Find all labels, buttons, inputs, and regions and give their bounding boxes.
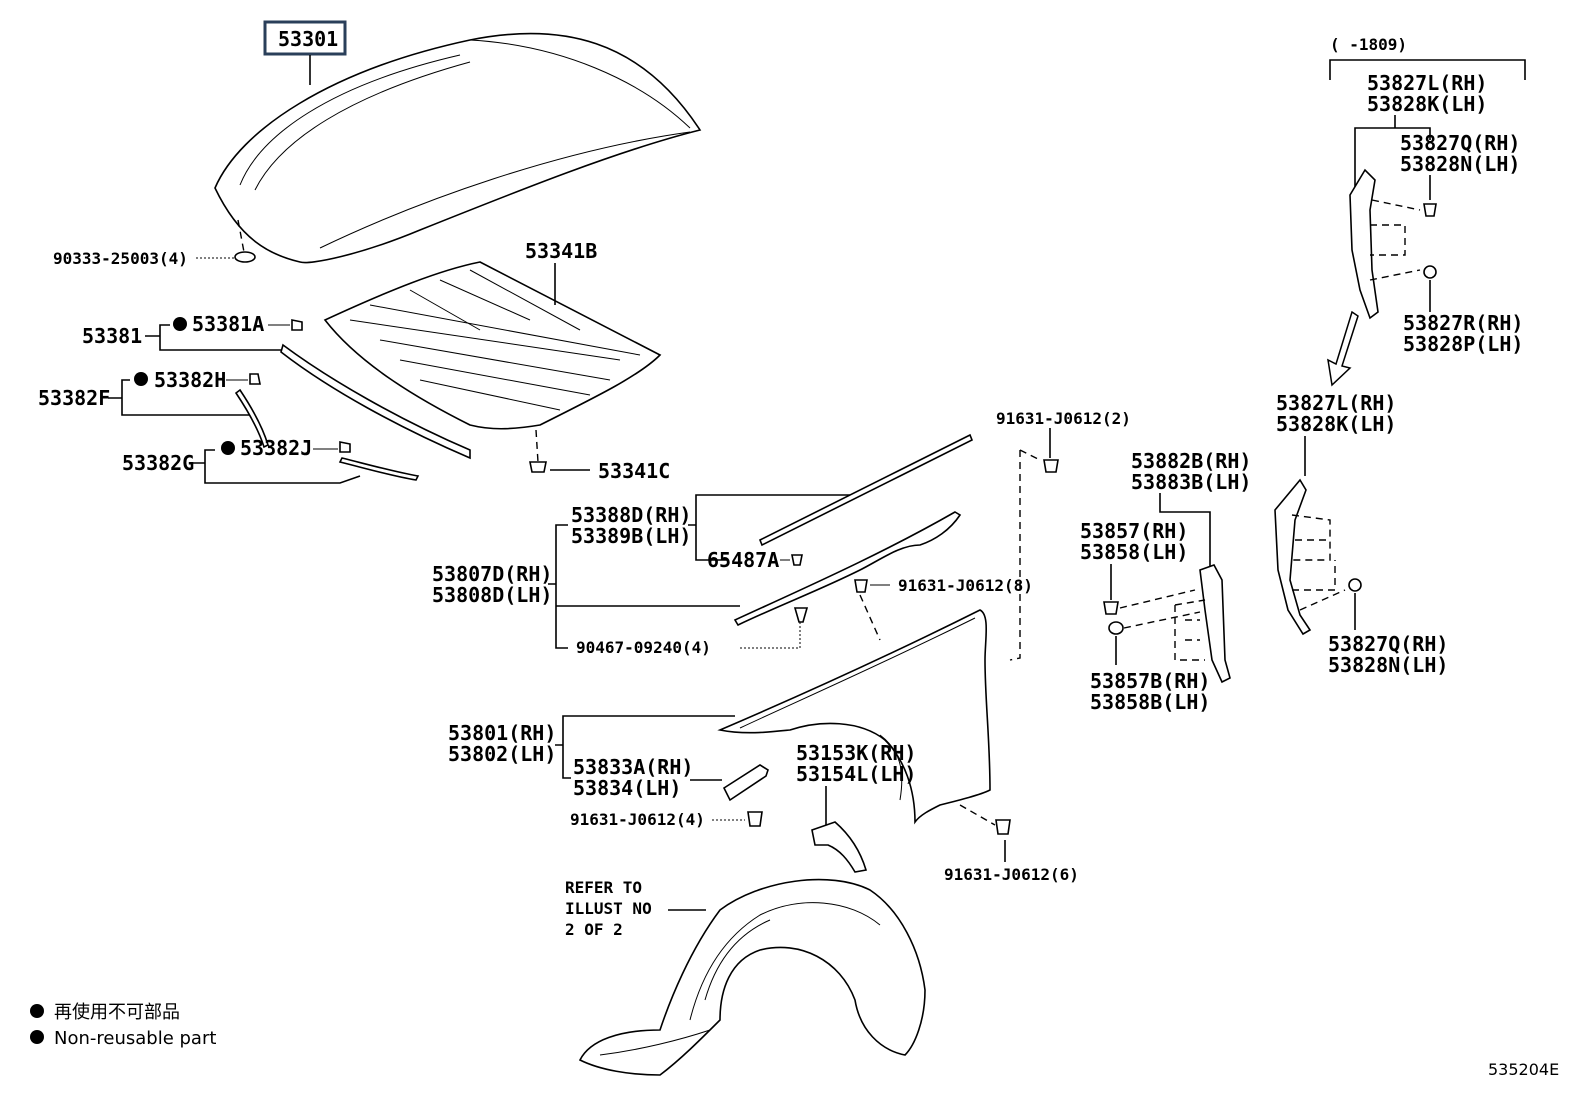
label-53389B[interactable]: 53389B(LH) [571, 524, 691, 548]
refer-note-line-3: 2 OF 2 [565, 920, 623, 939]
label-53858B[interactable]: 53858B(LH) [1090, 690, 1210, 714]
seal-53381 [280, 343, 471, 460]
label-53382G[interactable]: 53382G [122, 451, 194, 475]
protector-53807D [733, 511, 962, 627]
label-53382F[interactable]: 53382F [38, 386, 110, 410]
clip-53341C [529, 461, 547, 473]
hood-insulator-illustration[interactable] [323, 261, 662, 430]
label-53808D[interactable]: 53808D(LH) [432, 583, 552, 607]
label-53154L[interactable]: 53154L(LH) [796, 762, 916, 786]
hood-illustration[interactable] [214, 32, 702, 264]
label-53827R[interactable]: 53827R(RH) [1403, 311, 1523, 335]
label-90467-09240[interactable]: 90467-09240(4) [576, 638, 711, 657]
date-range-bracket [1329, 59, 1526, 80]
label-91631-J0612-6[interactable]: 91631-J0612(6) [944, 865, 1079, 884]
label-53883B[interactable]: 53883B(LH) [1131, 470, 1251, 494]
label-53858[interactable]: 53858(LH) [1080, 540, 1188, 564]
legend-text-japanese: 再使用不可部品 [54, 1002, 180, 1023]
label-53827Q-b[interactable]: 53827Q(RH) [1328, 632, 1448, 656]
legend-dot-2 [30, 1030, 44, 1044]
down-arrow-icon [1327, 310, 1359, 387]
label-53828N-b[interactable]: 53828N(LH) [1328, 653, 1448, 677]
label-53153K[interactable]: 53153K(RH) [796, 741, 916, 765]
label-91631-J0612-8[interactable]: 91631-J0612(8) [898, 576, 1033, 595]
label-53828K-a[interactable]: 53828K(LH) [1367, 92, 1487, 116]
clip-90333 [234, 251, 256, 263]
label-53828P[interactable]: 53828P(LH) [1403, 332, 1523, 356]
label-53381[interactable]: 53381 [82, 324, 142, 348]
label-53341B[interactable]: 53341B [525, 239, 597, 263]
seal-53882B [1199, 564, 1231, 684]
label-53827Q-a[interactable]: 53827Q(RH) [1400, 131, 1520, 155]
label-53382J[interactable]: 53382J [240, 436, 312, 460]
label-53388D[interactable]: 53388D(RH) [571, 503, 691, 527]
non-reusable-dot-53382J [221, 441, 235, 455]
label-53301[interactable]: 53301 [278, 27, 338, 51]
label-53882B[interactable]: 53882B(RH) [1131, 449, 1251, 473]
label-53827L-a[interactable]: 53827L(RH) [1367, 71, 1487, 95]
label-53857B[interactable]: 53857B(RH) [1090, 669, 1210, 693]
label-65487A[interactable]: 65487A [707, 548, 779, 572]
non-reusable-dot-53382H [134, 372, 148, 386]
label-53381A[interactable]: 53381A [192, 312, 264, 336]
legend-text-non-reusable: Non-reusable part [54, 1028, 216, 1049]
label-53807D[interactable]: 53807D(RH) [432, 562, 552, 586]
fender-illustration[interactable] [717, 609, 991, 825]
refer-note-line-1: REFER TO [565, 878, 642, 897]
highlight-box-53301[interactable] [263, 20, 347, 56]
label-91631-J0612-2[interactable]: 91631-J0612(2) [996, 409, 1131, 428]
label-53827L-b[interactable]: 53827L(RH) [1276, 391, 1396, 415]
label-53833A[interactable]: 53833A(RH) [573, 755, 693, 779]
label-53341C[interactable]: 53341C [598, 459, 670, 483]
piece-53153K [811, 821, 868, 873]
non-reusable-dot-53381A [173, 317, 187, 331]
seal-53827L-lower [1274, 478, 1312, 636]
molding-53388D [758, 433, 974, 547]
label-53857[interactable]: 53857(RH) [1080, 519, 1188, 543]
label-53828K-b[interactable]: 53828K(LH) [1276, 412, 1396, 436]
label-53834[interactable]: 53834(LH) [573, 776, 681, 800]
seal-53382F [234, 388, 269, 449]
label-53801[interactable]: 53801(RH) [448, 721, 556, 745]
refer-note-line-2: ILLUST NO [565, 899, 652, 918]
legend-dot-1 [30, 1004, 44, 1018]
label-91631-J0612-4[interactable]: 91631-J0612(4) [570, 810, 705, 829]
fender-liner-illustration[interactable] [578, 878, 926, 1076]
bracket-53833A [722, 764, 769, 802]
label-53828N-a[interactable]: 53828N(LH) [1400, 152, 1520, 176]
seal-53382G [338, 457, 420, 481]
label-90333-25003[interactable]: 90333-25003(4) [53, 249, 188, 268]
seal-53827L-upper [1349, 168, 1379, 320]
label-53802[interactable]: 53802(LH) [448, 742, 556, 766]
label-53382H[interactable]: 53382H [154, 368, 226, 392]
diagram-id: 535204E [1488, 1060, 1559, 1079]
label-date-range-1809[interactable]: ( -1809) [1330, 35, 1407, 54]
